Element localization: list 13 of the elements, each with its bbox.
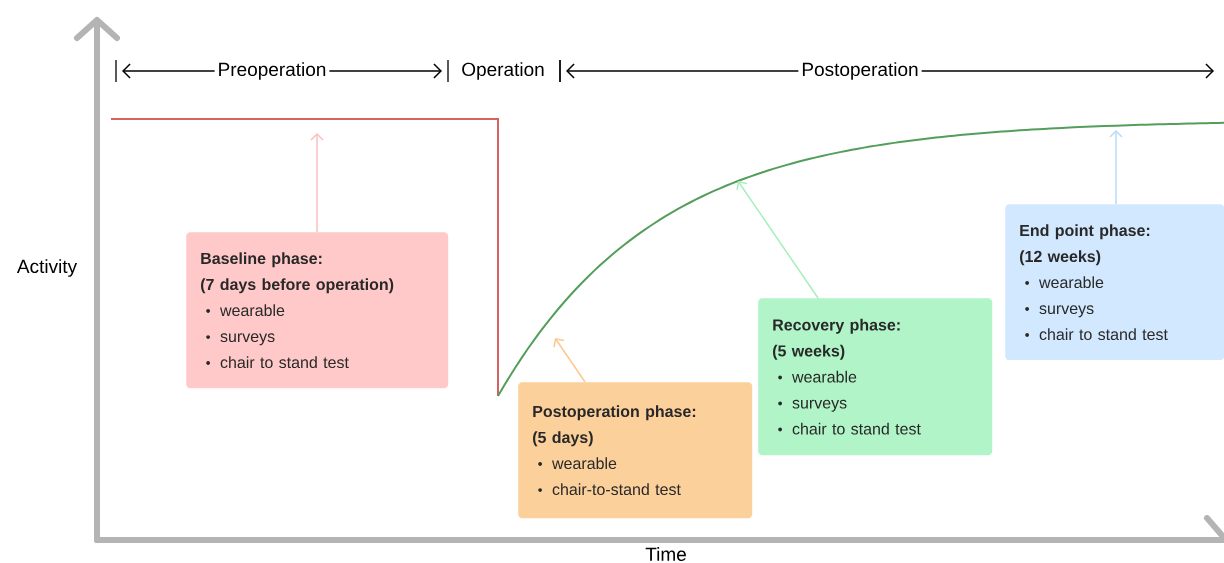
phase-box: Baseline phase: (7 days before operation) wearable surveys chair to stand test	[186, 232, 449, 389]
period-label: Postoperation	[798, 61, 922, 81]
arrow	[553, 338, 586, 383]
phase-box: Recovery phase: (5 weeks) wearable surveys chair to stand test	[758, 298, 993, 456]
arrow	[310, 133, 324, 233]
phase-box: End point phase: (12 weeks) wearable surveys chair to stand test	[1005, 204, 1224, 361]
period-label: Preoperation	[214, 61, 330, 81]
arrow	[736, 181, 819, 299]
axis-label: Time	[645, 547, 686, 561]
axis-label: Activity	[16, 259, 78, 277]
period-label: Operation	[458, 61, 548, 81]
phase-box: Postoperation phase: (5 days) wearable chair-to-stand test	[518, 382, 753, 519]
arrow	[1109, 130, 1123, 205]
